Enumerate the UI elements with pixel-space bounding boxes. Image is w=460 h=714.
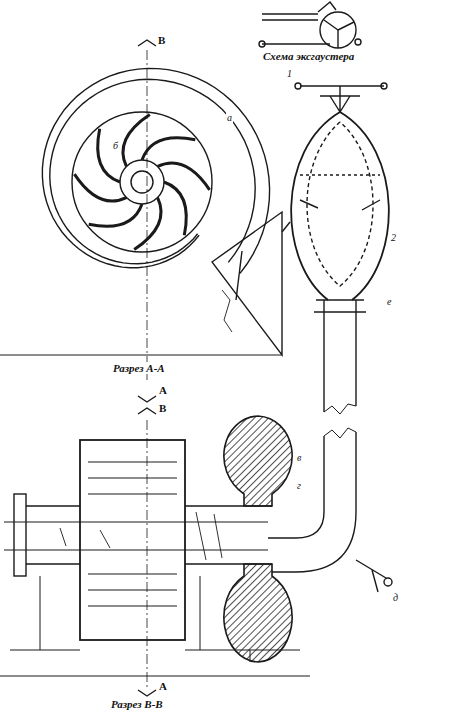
section-caption: Разрез А-А xyxy=(112,362,166,374)
callout-letter: г xyxy=(296,480,302,491)
neck-ring xyxy=(314,311,366,312)
volute-outer xyxy=(42,68,269,273)
coupling-break xyxy=(196,512,222,560)
section-line xyxy=(147,50,148,380)
callout-letter: 2 xyxy=(390,232,397,243)
impeller-blade xyxy=(123,114,150,166)
schema-point xyxy=(259,41,265,47)
impeller-blade xyxy=(142,138,195,160)
callout-letter: д xyxy=(392,592,399,603)
callout-letter: в xyxy=(296,452,302,463)
winding-line xyxy=(88,462,177,463)
top-beam xyxy=(300,85,384,86)
drain-cock xyxy=(356,560,386,592)
schema-line xyxy=(262,43,330,44)
callout-letter: е xyxy=(386,296,392,307)
shaft-housing xyxy=(26,506,272,564)
callout-letter: 1 xyxy=(286,68,293,79)
base-line xyxy=(0,355,282,356)
suspension xyxy=(330,86,350,112)
motor-windings xyxy=(88,462,177,606)
floor-line xyxy=(0,676,310,677)
impeller-rim xyxy=(72,112,212,252)
break-line xyxy=(222,290,232,332)
impeller-blades xyxy=(74,114,209,249)
winding-line xyxy=(88,590,177,591)
break-line xyxy=(60,528,110,548)
inner-cone xyxy=(307,122,373,286)
impeller-blade xyxy=(164,182,186,235)
schema-duct xyxy=(318,2,336,12)
shaft xyxy=(131,171,153,193)
impeller-casing-upper xyxy=(224,416,292,506)
end-flange xyxy=(14,494,26,576)
outlet-wall xyxy=(236,251,242,300)
motor-housing xyxy=(80,440,185,640)
impeller-blade xyxy=(89,204,142,226)
schema-spoke xyxy=(337,30,338,48)
impeller-hub xyxy=(120,160,164,204)
inlet-stub xyxy=(282,200,380,232)
line-work xyxy=(0,2,392,696)
impeller-blade xyxy=(134,198,161,250)
inner-line xyxy=(300,174,380,175)
support-frame xyxy=(10,576,300,662)
neck-ring xyxy=(316,299,364,300)
break-line xyxy=(324,428,356,438)
impeller-casing-lower xyxy=(224,564,292,662)
winding-line xyxy=(88,606,177,607)
winding-line xyxy=(88,478,177,479)
impeller-disc xyxy=(244,506,272,564)
impeller-blade xyxy=(98,129,120,182)
winding-line xyxy=(88,494,177,495)
break-line xyxy=(324,404,356,414)
schema-line xyxy=(262,19,318,20)
winding-line xyxy=(88,574,177,575)
drain-valve xyxy=(384,578,392,586)
impeller-blade xyxy=(74,174,126,201)
section-line xyxy=(147,420,148,690)
section-letter: А xyxy=(158,680,168,692)
section-letter: В xyxy=(158,402,167,414)
section-caption: Разрез В-В xyxy=(110,698,164,710)
separator-bulb xyxy=(291,112,389,300)
section-letter: В xyxy=(157,34,166,46)
schema-spoke xyxy=(324,20,338,30)
shaft xyxy=(4,522,268,550)
schema-caption: Схема эксгаустера xyxy=(262,50,355,62)
volute-inner xyxy=(50,79,255,263)
top-eye xyxy=(381,83,387,89)
schema-spoke xyxy=(338,22,354,30)
outlet-stand xyxy=(212,212,282,355)
schema-valve xyxy=(355,39,361,45)
volute-casing xyxy=(42,68,269,300)
schema-impeller xyxy=(320,12,356,48)
callout-letter: б xyxy=(112,140,119,151)
callout-letter: а xyxy=(226,112,233,123)
schema-line xyxy=(262,13,318,14)
section-letter: А xyxy=(158,384,168,396)
top-eye xyxy=(295,83,301,89)
pipe-wall xyxy=(324,300,356,412)
impeller-blade xyxy=(158,163,210,190)
